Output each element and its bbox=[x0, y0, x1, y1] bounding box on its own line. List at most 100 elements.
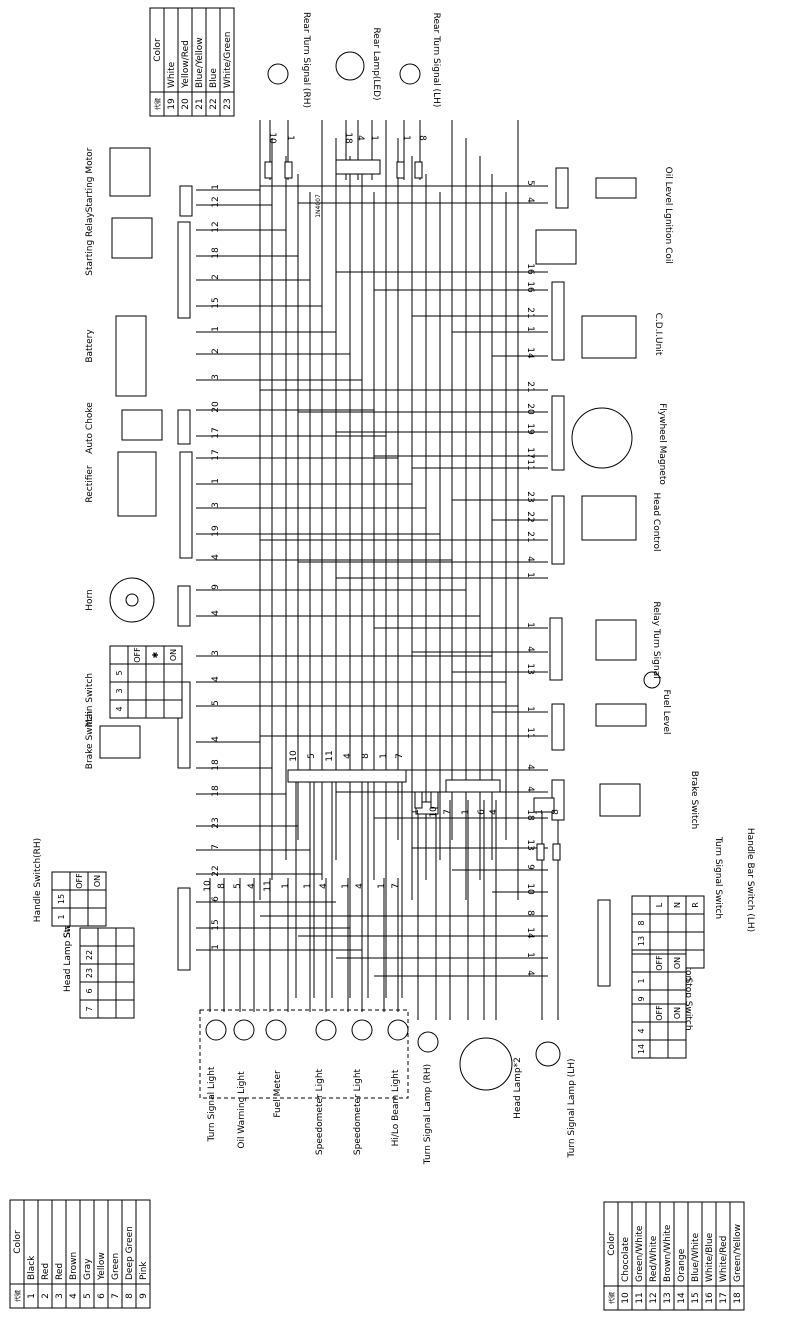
indicator-bulb bbox=[265, 1019, 287, 1041]
table-cell-color: Pink bbox=[139, 1261, 149, 1280]
pin-number: 5 bbox=[307, 753, 317, 759]
pin-number: 1 bbox=[211, 326, 221, 332]
component-label: Starting Relay bbox=[85, 212, 95, 276]
table-cell-no: 1 bbox=[27, 1293, 37, 1299]
pin-number: 21 bbox=[525, 381, 535, 392]
pin-number: 4 bbox=[247, 883, 257, 889]
component-label: Relay Turn Signal bbox=[651, 601, 661, 678]
fuel-float bbox=[643, 671, 661, 689]
pin-number: 8 bbox=[361, 753, 371, 759]
grid-header: 22 bbox=[85, 950, 94, 960]
brake-switch-lh-symbol bbox=[599, 783, 641, 817]
component-label: Hi/Lo Beam Light bbox=[391, 1069, 401, 1146]
indicator-bulb bbox=[205, 1019, 227, 1041]
pin-number: 1 bbox=[525, 952, 535, 958]
head-control-symbol bbox=[581, 495, 637, 541]
component-label: C.D.I.Unit bbox=[653, 313, 663, 356]
grid-row-label: OFF bbox=[133, 647, 142, 663]
grid-header: 7 bbox=[85, 1006, 94, 1011]
grid-row-label: OFF bbox=[655, 1005, 664, 1021]
pin-number: 11 bbox=[525, 459, 535, 470]
table-cell-no: 9 bbox=[139, 1293, 149, 1299]
grid-row-label: ON bbox=[673, 957, 682, 969]
grid-row-label: N bbox=[673, 902, 682, 908]
connector-block bbox=[177, 409, 191, 445]
pin-number: 10 bbox=[525, 883, 535, 895]
table-cell-color: Brown/White bbox=[663, 1224, 673, 1282]
pin-number: 2 bbox=[211, 348, 221, 354]
table-cell-no: 15 bbox=[691, 1292, 701, 1303]
grid-header: 8 bbox=[637, 920, 646, 925]
pin-number: 1 bbox=[377, 883, 387, 889]
pin-number: 1 bbox=[341, 883, 351, 889]
table-cell-no: 8 bbox=[125, 1293, 135, 1299]
table-cell-color: Red bbox=[41, 1263, 51, 1280]
pin-number: 1 bbox=[281, 883, 291, 889]
table-cell-no: 11 bbox=[635, 1292, 645, 1303]
connector-block bbox=[177, 585, 191, 627]
table-cell-color: White/Red bbox=[719, 1236, 729, 1282]
rear-turn-lh-bulb bbox=[399, 63, 421, 85]
table-header-color: Color bbox=[607, 1232, 617, 1256]
connector-block bbox=[555, 167, 569, 209]
pin-number: 5 bbox=[211, 700, 221, 706]
table-cell-no: 13 bbox=[663, 1292, 673, 1303]
pin-number: 20 bbox=[525, 403, 535, 415]
pin-number: 9 bbox=[211, 584, 221, 590]
connector-block bbox=[335, 159, 381, 175]
pin-number: 12 bbox=[211, 196, 221, 207]
pin-number: 4 bbox=[525, 646, 535, 652]
component-label: Handle Switch(RH) bbox=[33, 838, 43, 922]
grid-border bbox=[631, 953, 687, 1009]
pin-number: 1 bbox=[303, 883, 313, 889]
grid-row-label: L bbox=[655, 902, 664, 907]
table-cell-color: Red bbox=[55, 1263, 65, 1280]
component-label: Rear Turn Signal (LH) bbox=[431, 13, 441, 108]
table-cell-color: Black bbox=[27, 1255, 37, 1280]
ignition-coil-symbol bbox=[535, 229, 577, 265]
pin-number: 4 bbox=[355, 883, 365, 889]
table-header-no: 代號 bbox=[154, 98, 162, 110]
diode-label: 1N4007 bbox=[315, 194, 322, 218]
pin-number: 18 bbox=[211, 785, 221, 797]
pin-number: 23 bbox=[211, 817, 221, 828]
connector-block bbox=[179, 185, 193, 217]
connector-block bbox=[177, 221, 191, 319]
pin-number: 3 bbox=[211, 374, 221, 380]
pin-number: 7 bbox=[443, 809, 453, 815]
oil-level-symbol bbox=[595, 177, 637, 199]
table-cell-color: Brown bbox=[69, 1252, 79, 1280]
table-cell-color: Orange bbox=[677, 1248, 687, 1282]
connector-block bbox=[551, 395, 565, 471]
pin-number: 1 bbox=[411, 809, 421, 815]
fuel-level-symbol bbox=[595, 703, 647, 727]
connector-block bbox=[551, 495, 565, 565]
starting-relay-symbol bbox=[111, 217, 153, 259]
pin-number: 14 bbox=[525, 927, 535, 939]
pin-number: 1 bbox=[525, 326, 535, 332]
horn-symbol bbox=[109, 577, 155, 623]
pin-number: 8 bbox=[525, 910, 535, 916]
pin-number: 15 bbox=[211, 297, 221, 308]
pin-number: 8 bbox=[551, 809, 561, 815]
component-label: Flywheel Magneto bbox=[657, 403, 667, 485]
component-label: Lgnition Coil bbox=[663, 208, 673, 264]
cdi-unit-symbol bbox=[581, 315, 637, 359]
grid-row-label: ON bbox=[169, 649, 178, 661]
table-cell-color: Green bbox=[111, 1253, 121, 1280]
table-cell-no: 6 bbox=[97, 1293, 107, 1299]
pin-number: 7 bbox=[391, 883, 401, 889]
component-label: Fuel Meter bbox=[273, 1070, 283, 1118]
pin-number: 8 bbox=[417, 135, 427, 141]
pin-number: 10 bbox=[429, 806, 439, 818]
pin-number: 10 bbox=[203, 880, 213, 892]
connector-block bbox=[533, 797, 555, 813]
color-table: Color代號Chocolate10Green/White11Red/White… bbox=[603, 1201, 745, 1311]
head-lamp-bulb bbox=[459, 1037, 513, 1091]
component-label: Main Switch bbox=[85, 673, 95, 727]
pin-number: 3 bbox=[211, 502, 221, 508]
pin-number: 3 bbox=[211, 650, 221, 656]
color-tables: Color代號Black1Red2Red3Brown4Gray5Yellow6G… bbox=[9, 7, 745, 1311]
